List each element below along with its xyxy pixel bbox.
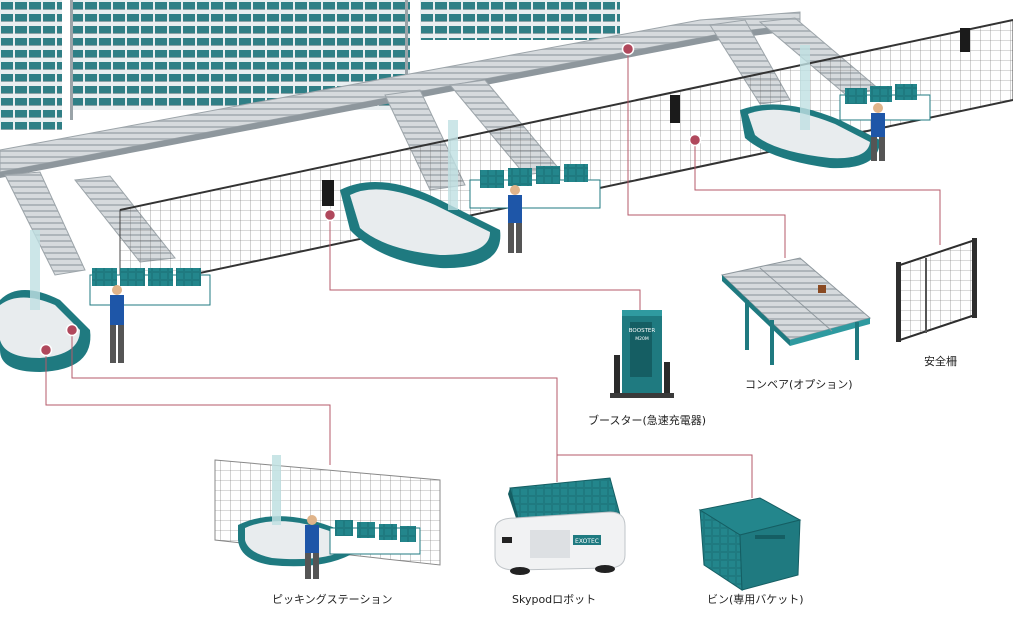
warehouse-scene <box>0 0 1013 372</box>
label-conveyor: コンベア(オプション) <box>745 378 853 391</box>
scene-charger-2 <box>670 95 680 123</box>
scene-charger-3 <box>960 28 970 52</box>
branch-conveyor-1 <box>4 171 86 276</box>
conveyor-module <box>720 257 872 365</box>
label-robot: Skypodロボット <box>512 593 596 606</box>
callout-lines <box>45 49 941 498</box>
storage-rack-right <box>420 0 620 40</box>
scene-station-3 <box>740 45 931 169</box>
scene-station-2 <box>340 120 601 269</box>
label-fence: 安全柵 <box>924 354 957 368</box>
marker-robot <box>65 323 79 337</box>
marker-picking <box>39 343 53 357</box>
callout-markers <box>39 42 702 357</box>
booster-model-text: M20M <box>635 336 649 342</box>
label-bin: ビン(専用バケット) <box>707 593 804 606</box>
label-booster: ブースター(急速充電器) <box>588 413 706 427</box>
booster-title-text: BOOSTER <box>629 328 656 334</box>
scene-station-1 <box>0 230 211 372</box>
storage-rack-left <box>0 0 62 130</box>
safety-fence <box>896 238 977 342</box>
marker-fence <box>688 133 702 147</box>
label-picking-station: ピッキングステーション <box>272 592 392 606</box>
scene-charger-1 <box>322 180 334 206</box>
skypod-robot: EXOTEC <box>494 477 626 575</box>
marker-booster <box>323 208 337 222</box>
picking-station <box>214 455 441 579</box>
booster-charger: BOOSTER M20M <box>610 310 674 398</box>
robot-brand-text: EXOTEC <box>575 538 599 545</box>
storage-bin <box>698 497 802 591</box>
marker-conveyor <box>621 42 635 56</box>
